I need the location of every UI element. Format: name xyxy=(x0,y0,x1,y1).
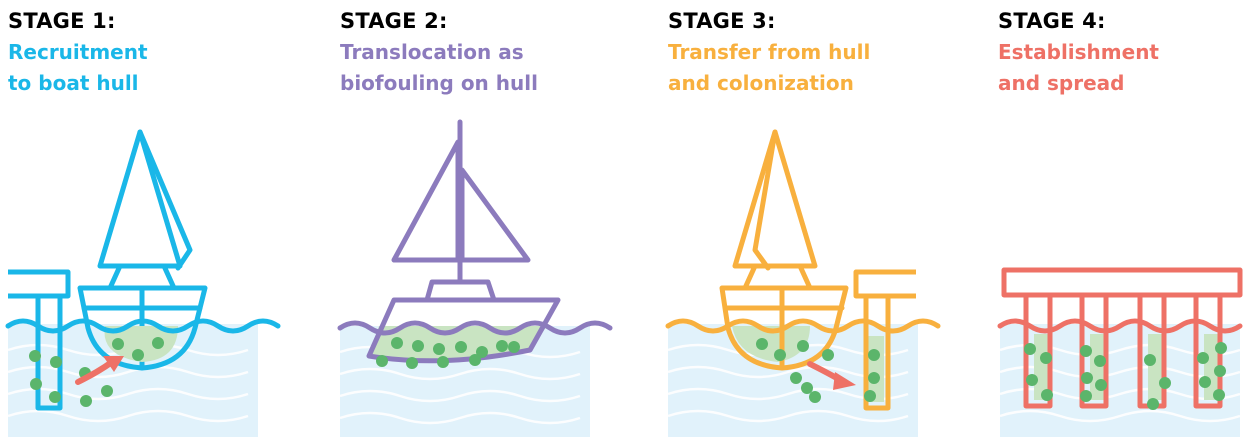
stage-4-heading: STAGE 4: xyxy=(998,9,1106,33)
stage-3-subtitle-line-2: and colonization xyxy=(668,71,854,95)
organism-icon xyxy=(1024,342,1227,410)
stage-1-subtitle-line-1: Recruitment xyxy=(8,40,148,64)
stage-2-heading: STAGE 2: xyxy=(340,9,448,33)
biofouling-patch xyxy=(732,326,810,362)
stage-3-heading: STAGE 3: xyxy=(668,9,776,33)
stage-2-subtitle-line-2: biofouling on hull xyxy=(340,71,538,95)
stage-4-illustration xyxy=(997,267,1243,437)
organism-icon xyxy=(756,338,880,403)
arrow-icon xyxy=(807,361,856,390)
stage-2: STAGE 2: Translocation as biofouling on … xyxy=(332,0,632,437)
waves-icon xyxy=(997,318,1243,334)
stage-1-heading: STAGE 1: xyxy=(8,9,116,33)
stage-4-subtitle: Establishment and spread xyxy=(998,37,1250,99)
stage-4: STAGE 4: Establishment and spread xyxy=(990,0,1250,437)
stage-4-subtitle-line-1: Establishment xyxy=(998,40,1159,64)
organism-icon xyxy=(29,337,164,407)
organism-icon xyxy=(376,337,520,369)
stage-2-subtitle-line-1: Translocation as xyxy=(340,40,524,64)
dock-icon xyxy=(853,269,916,411)
stage-4-subtitle-line-2: and spread xyxy=(998,71,1125,95)
waves-icon xyxy=(5,318,281,334)
stage-3-subtitle: Transfer from hull and colonization xyxy=(668,37,958,99)
stage-1: STAGE 1: Recruitment to boat hull xyxy=(0,0,300,437)
arrow-icon xyxy=(75,356,124,385)
stage-3-subtitle-line-1: Transfer from hull xyxy=(668,40,871,64)
stage-3-illustration xyxy=(665,129,941,437)
biofouling-patch xyxy=(104,326,178,362)
stage-2-subtitle: Translocation as biofouling on hull xyxy=(340,37,630,99)
stage-2-illustration xyxy=(337,119,613,437)
stage-1-subtitle-line-2: to boat hull xyxy=(8,71,139,95)
stage-1-illustration xyxy=(5,129,281,437)
sailboat-icon xyxy=(366,119,561,364)
waves-icon xyxy=(337,320,613,336)
stage-1-subtitle: Recruitment to boat hull xyxy=(8,37,298,99)
sailboat-icon xyxy=(77,129,208,371)
waves-icon xyxy=(665,318,941,334)
stage-3: STAGE 3: Transfer from hull and coloniza… xyxy=(660,0,960,437)
